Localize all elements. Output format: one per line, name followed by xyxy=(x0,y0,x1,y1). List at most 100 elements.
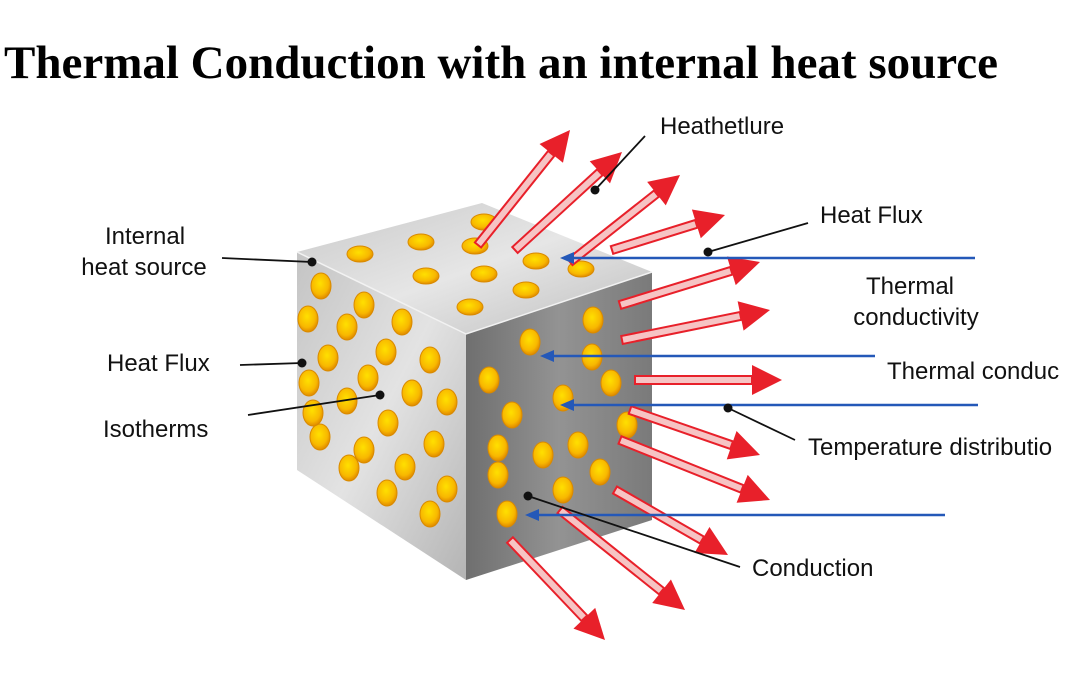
leader-stroke xyxy=(221,257,313,263)
heat-source-dot xyxy=(501,401,523,429)
arrow-head xyxy=(652,579,685,610)
leader-line xyxy=(703,222,809,257)
arrow-head xyxy=(726,256,760,286)
heat-source-dot xyxy=(522,252,550,270)
heat-source-dot xyxy=(512,281,540,299)
leader-dot xyxy=(375,390,385,400)
arrow-head xyxy=(573,607,605,640)
leader-line xyxy=(590,135,646,195)
heat-source-dot xyxy=(401,379,423,407)
heat-source-dots xyxy=(297,213,638,528)
label-thermal-conductivity-1: Thermal xyxy=(866,273,954,300)
label-thermal-conductivity-2: conductivity xyxy=(853,304,978,331)
heat-arrow xyxy=(556,505,685,610)
flux-arrowhead xyxy=(560,252,574,264)
heat-source-dot xyxy=(412,267,440,285)
arrow-head xyxy=(691,209,725,239)
label-heat-flux-right: Heat Flux xyxy=(820,202,923,229)
arrow-shaft xyxy=(634,375,753,385)
flux-arrowhead xyxy=(540,350,554,362)
heat-source-dot xyxy=(407,233,435,251)
arrow-head xyxy=(647,175,680,206)
arrow-shaft xyxy=(617,265,734,311)
arrow-head xyxy=(752,365,782,395)
heat-source-dot xyxy=(456,298,484,316)
arrow-head xyxy=(736,474,770,503)
leader-stroke xyxy=(247,394,381,416)
leader-line xyxy=(723,403,796,441)
heat-arrows xyxy=(473,130,782,640)
heat-source-dot xyxy=(336,313,358,341)
heat-source-dot xyxy=(470,265,498,283)
heat-source-dot xyxy=(600,369,622,397)
heat-source-dot xyxy=(519,328,541,356)
heat-source-dot xyxy=(487,461,509,489)
flux-line xyxy=(560,252,975,264)
heat-arrow xyxy=(505,535,605,640)
heat-source-dot xyxy=(357,364,379,392)
label-internal-heat-source-2: heat source xyxy=(81,254,206,281)
heat-source-dot xyxy=(375,338,397,366)
heat-source-dot xyxy=(436,388,458,416)
leader-lines xyxy=(221,135,809,568)
heat-arrow xyxy=(620,301,770,346)
leader-stroke xyxy=(527,495,741,568)
leader-stroke xyxy=(594,135,646,191)
heat-arrow xyxy=(510,152,622,255)
label-heathetlure: Heathetlure xyxy=(660,113,784,140)
heat-source-dot xyxy=(419,346,441,374)
label-isotherms: Isotherms xyxy=(103,416,208,443)
heat-source-dot xyxy=(419,500,441,528)
leader-dot xyxy=(590,185,600,195)
leader-stroke xyxy=(727,407,796,441)
flux-arrowhead xyxy=(560,399,574,411)
heat-arrow xyxy=(617,256,760,311)
heat-source-dot xyxy=(582,306,604,334)
heat-source-dot xyxy=(394,453,416,481)
arrow-head xyxy=(539,130,570,163)
heat-source-dot xyxy=(478,366,500,394)
heat-source-dot xyxy=(391,308,413,336)
heat-source-dot xyxy=(567,431,589,459)
heat-source-dot xyxy=(317,344,339,372)
leader-dot xyxy=(703,247,713,257)
flux-arrowhead xyxy=(525,509,539,521)
heat-source-dot xyxy=(567,260,595,278)
heat-arrow xyxy=(473,130,570,249)
leader-dot xyxy=(723,403,733,413)
heat-source-dot xyxy=(353,436,375,464)
leader-stroke xyxy=(707,222,809,253)
arrow-shaft xyxy=(627,404,735,451)
label-heat-flux-left: Heat Flux xyxy=(107,350,210,377)
leader-line xyxy=(239,358,307,368)
heat-source-dot xyxy=(496,500,518,528)
heat-source-dot xyxy=(346,245,374,263)
leader-line xyxy=(221,257,317,267)
flux-lines xyxy=(525,252,978,521)
label-thermal-conduction: Thermal conduc xyxy=(887,358,1059,385)
heat-source-dot xyxy=(309,423,331,451)
heat-source-dot xyxy=(552,476,574,504)
heat-source-dot xyxy=(487,434,509,462)
label-internal-heat-source-1: Internal xyxy=(105,223,185,250)
arrow-head xyxy=(589,152,622,184)
heat-source-dot xyxy=(377,409,399,437)
leader-line xyxy=(247,390,385,416)
heat-source-dot xyxy=(338,454,360,482)
flux-line xyxy=(540,350,875,362)
label-temperature-distribution: Temperature distributio xyxy=(808,434,1052,461)
arrow-head xyxy=(694,527,728,555)
arrow-head xyxy=(737,301,770,331)
heat-source-dot xyxy=(532,441,554,469)
heat-arrow xyxy=(627,404,760,460)
heat-source-dot xyxy=(436,475,458,503)
heat-source-dot xyxy=(589,458,611,486)
heat-source-dot xyxy=(298,369,320,397)
heat-arrow xyxy=(617,434,770,503)
flux-line xyxy=(525,509,945,521)
leader-dot xyxy=(297,358,307,368)
heat-arrow xyxy=(634,365,782,395)
heat-source-dot xyxy=(376,479,398,507)
leader-line xyxy=(523,491,741,568)
